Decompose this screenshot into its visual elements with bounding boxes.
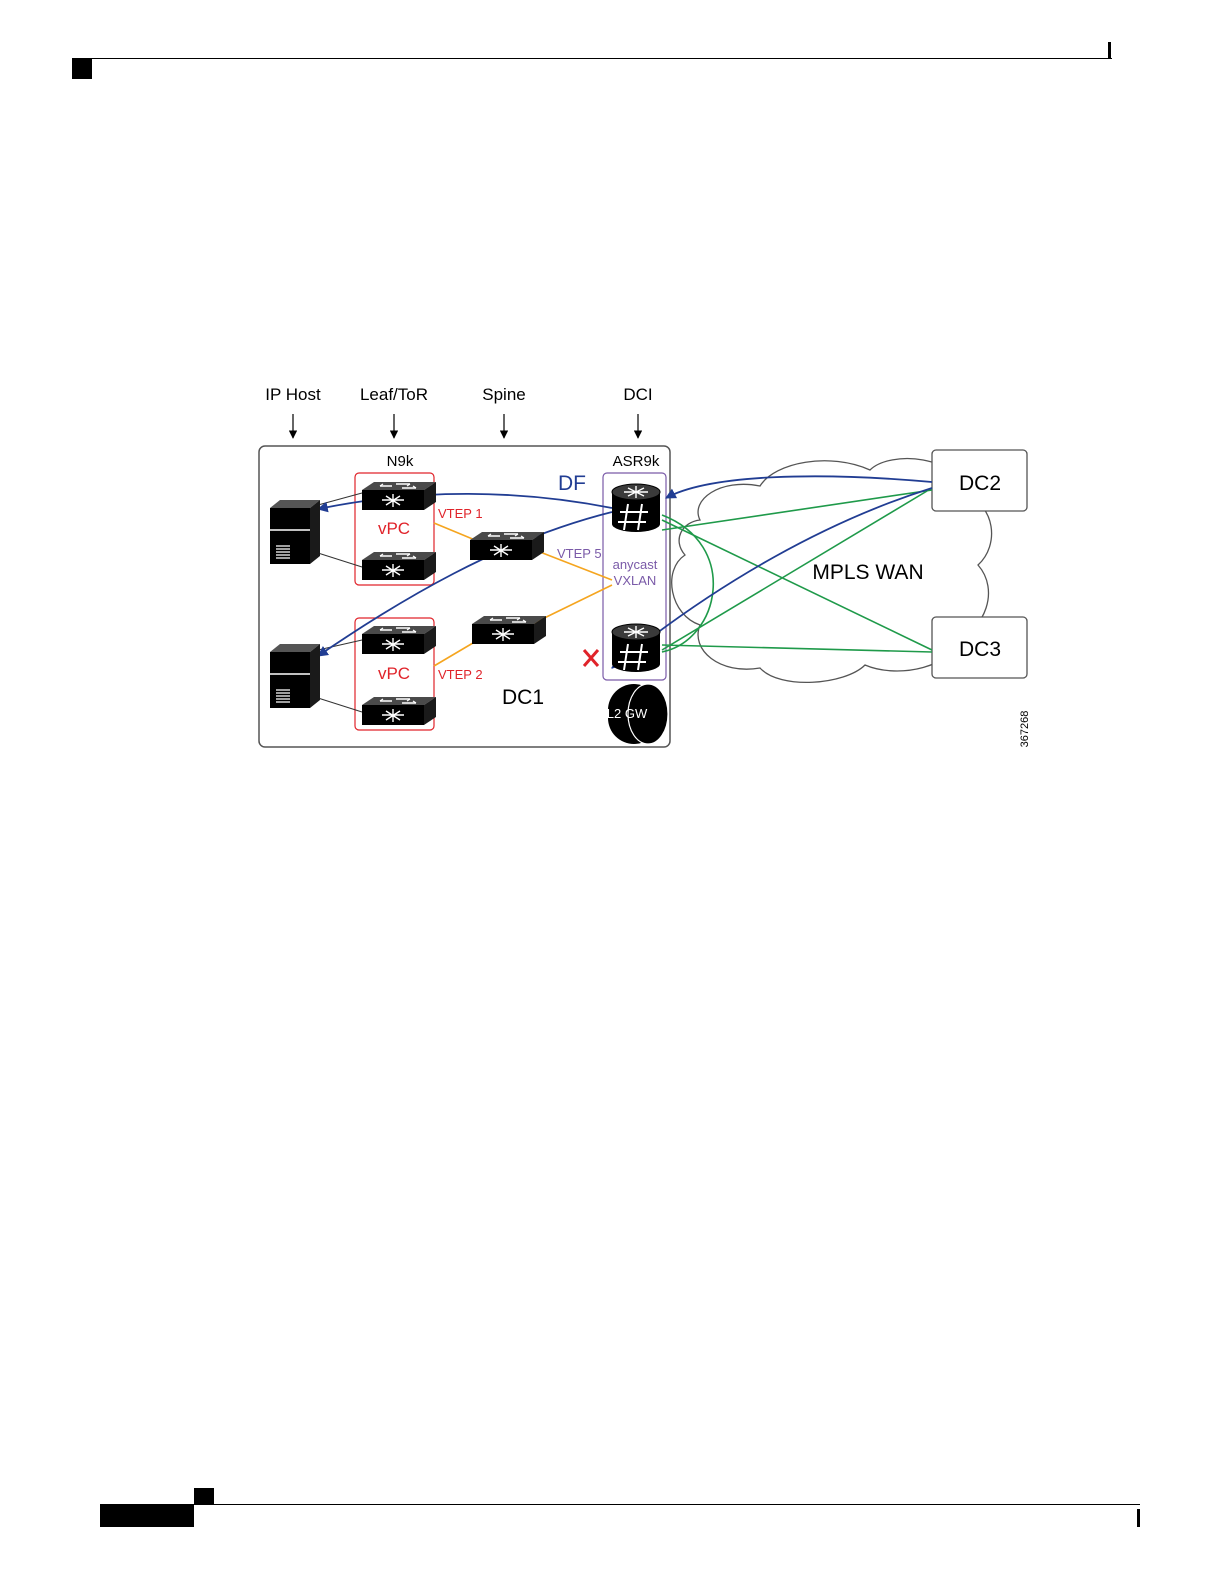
ip-host-1-icon — [270, 500, 320, 564]
n9k-label: N9k — [387, 453, 414, 470]
asr9k-label: ASR9k — [613, 453, 660, 470]
footer-tick — [1137, 1509, 1140, 1527]
dci-router-df-icon — [612, 484, 660, 532]
figure-id: 367268 — [1019, 711, 1031, 748]
spine-switch-1-icon — [470, 532, 544, 560]
dc1-label: DC1 — [502, 686, 544, 709]
dc2-label: DC2 — [959, 472, 1001, 495]
ip-host-2-icon — [270, 644, 320, 708]
spine-switch-2-icon — [472, 616, 546, 644]
column-header-dci: DCI — [623, 385, 652, 404]
l2-gw-label: L2 GW — [607, 706, 648, 721]
failure-x-icon — [584, 650, 598, 666]
mpls-wan-label: MPLS WAN — [812, 561, 923, 584]
vxlan-label: VXLAN — [614, 573, 657, 588]
leaf-switch-1-icon — [362, 482, 436, 510]
footer-rule — [100, 1504, 1140, 1505]
dc3-label: DC3 — [959, 638, 1001, 661]
vtep2-label: VTEP 2 — [438, 667, 483, 682]
leaf-switch-2-icon — [362, 552, 436, 580]
vtep5-label: VTEP 5 — [557, 546, 602, 561]
column-header-spine: Spine — [482, 385, 525, 404]
column-header-ip-host: IP Host — [265, 385, 321, 404]
vpc-bottom-label: vPC — [378, 664, 410, 683]
footer-marker — [194, 1488, 214, 1504]
leaf-switch-4-icon — [362, 697, 436, 725]
anycast-label: anycast — [613, 557, 658, 572]
dc1-frame — [259, 446, 670, 747]
dci-router-standby-icon — [612, 624, 660, 672]
vpc-top-label: vPC — [378, 519, 410, 538]
leaf-switch-3-icon — [362, 626, 436, 654]
df-label: DF — [558, 472, 586, 495]
column-header-leaf-tor: Leaf/ToR — [360, 385, 428, 404]
vtep1-label: VTEP 1 — [438, 506, 483, 521]
footer-block — [100, 1505, 194, 1527]
